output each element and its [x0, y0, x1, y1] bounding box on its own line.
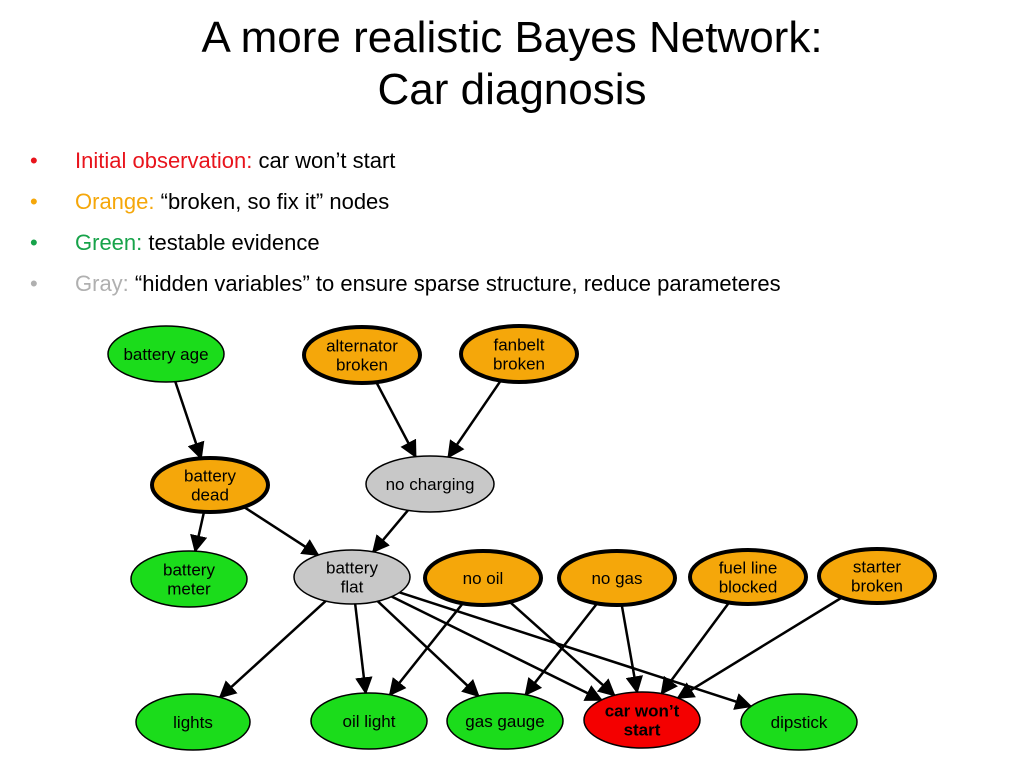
- node-label: meter: [167, 580, 211, 599]
- node-label: alternator: [326, 337, 398, 356]
- edge-no-charging-to-battery-flat: [371, 509, 409, 554]
- node-no-oil: no oil: [423, 549, 543, 607]
- node-label: lights: [173, 713, 213, 732]
- node-label: car won’t: [605, 702, 680, 721]
- edge-starter-broken-to-car-wont-start: [676, 596, 843, 700]
- bullet-dot: •: [30, 271, 38, 296]
- node-shape: [740, 693, 858, 751]
- node-label: no charging: [386, 475, 475, 494]
- bullet-dot: •: [30, 230, 38, 255]
- bullet-orange: • Orange: “broken, so fix it” nodes: [30, 185, 1010, 226]
- node-oil-light: oil light: [310, 692, 428, 750]
- bullet-text: “broken, so fix it” nodes: [160, 189, 390, 214]
- node-gas-gauge: gas gauge: [446, 692, 564, 750]
- bullet-text: car won’t start: [258, 148, 396, 173]
- node-label: battery age: [123, 345, 208, 364]
- node-label: dead: [191, 486, 229, 505]
- node-shape: [302, 325, 422, 385]
- node-label: broken: [493, 355, 545, 374]
- bullet-key: Initial observation:: [75, 148, 253, 173]
- node-lights: lights: [135, 693, 251, 751]
- edge-no-gas-to-gas-gauge: [524, 602, 599, 697]
- title-line-2: Car diagnosis: [377, 65, 647, 114]
- node-label: fuel line: [719, 559, 778, 578]
- node-label: flat: [341, 578, 364, 597]
- edge-battery-age-to-battery-dead: [174, 381, 205, 460]
- edge-alternator-broken-to-no-charging: [375, 381, 417, 459]
- node-label: oil light: [343, 712, 396, 731]
- bullet-list: • Initial observation: car won’t start •…: [30, 144, 1010, 308]
- edge-battery-flat-to-car-wont-start: [391, 595, 603, 702]
- node-shape: [423, 549, 543, 607]
- node-shape: [135, 693, 251, 751]
- node-shape: [107, 325, 225, 383]
- bullet-text: testable evidence: [148, 230, 320, 255]
- node-label: battery: [184, 467, 236, 486]
- node-shape: [817, 547, 937, 605]
- node-label: start: [624, 721, 661, 740]
- edge-battery-dead-to-battery-meter: [190, 511, 208, 553]
- node-label: fanbelt: [493, 336, 544, 355]
- node-label: broken: [336, 356, 388, 375]
- edges-layer: [174, 379, 843, 710]
- node-shape: [688, 548, 808, 606]
- node-shape: [130, 550, 248, 608]
- bullet-gray: • Gray: “hidden variables” to ensure spa…: [30, 267, 1010, 308]
- node-battery-age: battery age: [107, 325, 225, 383]
- bullet-dot: •: [30, 189, 38, 214]
- node-label: gas gauge: [465, 712, 544, 731]
- node-shape: [446, 692, 564, 750]
- node-shape: [365, 455, 495, 513]
- node-no-charging: no charging: [365, 455, 495, 513]
- bullet-key: Orange:: [75, 189, 155, 214]
- node-shape: [459, 324, 579, 384]
- edge-no-oil-to-oil-light: [388, 602, 464, 697]
- node-shape: [293, 549, 411, 605]
- node-label: dipstick: [771, 713, 828, 732]
- node-label: no gas: [591, 569, 642, 588]
- node-label: battery: [326, 559, 378, 578]
- bullet-green: • Green: testable evidence: [30, 226, 1010, 267]
- edge-fuel-line-blocked-to-car-wont-start: [660, 601, 731, 696]
- edge-no-gas-to-car-wont-start: [620, 604, 643, 694]
- node-label: blocked: [719, 578, 778, 597]
- node-dipstick: dipstick: [740, 693, 858, 751]
- node-shape: [310, 692, 428, 750]
- bullet-key: Green:: [75, 230, 143, 255]
- bullet-initial-observation: • Initial observation: car won’t start: [30, 144, 1010, 185]
- bullet-dot: •: [30, 148, 38, 173]
- node-label: battery: [163, 561, 215, 580]
- node-shape: [557, 549, 677, 607]
- node-shape: [150, 456, 270, 514]
- edge-battery-flat-to-dipstick: [399, 591, 753, 710]
- node-no-gas: no gas: [557, 549, 677, 607]
- bullet-text: “hidden variables” to ensure sparse stru…: [134, 271, 781, 296]
- title-line-1: A more realistic Bayes Network:: [201, 13, 823, 62]
- edge-battery-flat-to-lights: [218, 600, 327, 699]
- edge-fanbelt-broken-to-no-charging: [447, 379, 502, 459]
- node-label: starter: [853, 558, 902, 577]
- edge-battery-flat-to-oil-light: [353, 603, 373, 695]
- node-shape: [583, 691, 701, 749]
- bullet-key: Gray:: [75, 271, 129, 296]
- node-label: no oil: [463, 569, 504, 588]
- edge-battery-dead-to-battery-flat: [243, 505, 320, 557]
- node-label: broken: [851, 577, 903, 596]
- slide-title: A more realistic Bayes Network: Car diag…: [0, 12, 1024, 116]
